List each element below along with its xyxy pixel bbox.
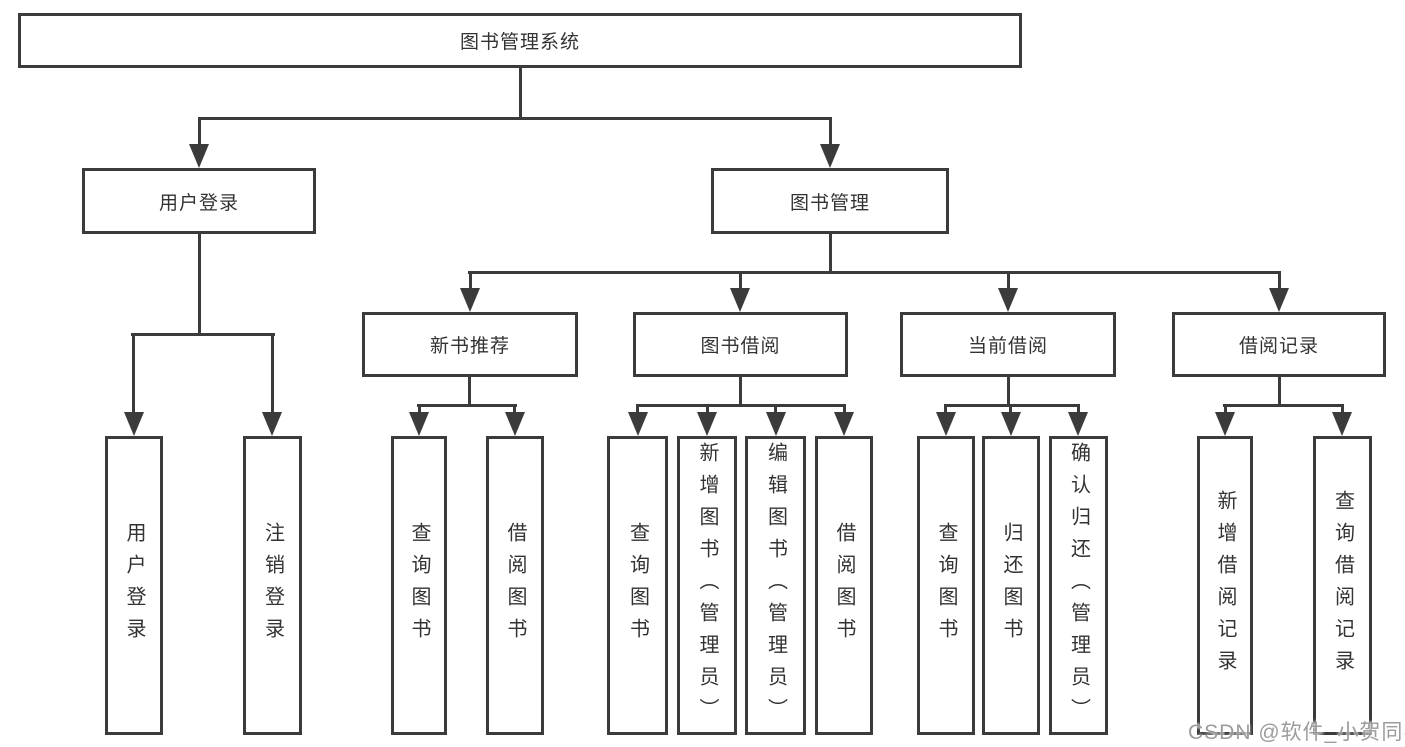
node-book-borrow: 图书借阅 xyxy=(633,312,848,377)
arrowhead-g5-b xyxy=(1332,412,1352,436)
connector-stem-g5-b xyxy=(1341,404,1344,418)
leaf-query-borrow-record: 查询借阅记录 xyxy=(1313,436,1372,735)
arrowhead-g3-d xyxy=(834,412,854,436)
leaf-query-books-recommend: 查询图书 xyxy=(391,436,447,735)
connector-stem-book-management xyxy=(829,117,832,149)
connector-g5-splitter xyxy=(1223,404,1344,407)
connector-g5-trunk xyxy=(1278,376,1281,406)
arrowhead-g3-a xyxy=(628,412,648,436)
leaf-borrow-books: 借阅图书 xyxy=(815,436,873,735)
connector-stem-user-login xyxy=(198,117,201,149)
node-user-login: 用户登录 xyxy=(82,168,316,234)
connector-stem-current-borrow xyxy=(1007,271,1010,293)
leaf-logout: 注销登录 xyxy=(243,436,302,735)
connector-stem-g4-b xyxy=(1009,404,1012,418)
arrowhead-g4-b xyxy=(1001,412,1021,436)
connector-stem-g1-a xyxy=(132,333,135,417)
leaf-add-book-admin: 新增图书（管理员） xyxy=(677,436,737,735)
arrowhead-g5-a xyxy=(1215,412,1235,436)
connector-g4-splitter xyxy=(944,404,1080,407)
connector-stem-new-books xyxy=(469,271,472,293)
connector-g3-splitter xyxy=(636,404,846,407)
node-borrow-records: 借阅记录 xyxy=(1172,312,1386,377)
connector-user-login-trunk xyxy=(198,233,201,335)
leaf-borrow-books-recommend: 借阅图书 xyxy=(486,436,544,735)
connector-stem-g4-c xyxy=(1077,404,1080,418)
node-book-management: 图书管理 xyxy=(711,168,949,234)
connector-g2-splitter xyxy=(417,404,517,407)
node-library-management-system: 图书管理系统 xyxy=(18,13,1022,68)
connector-g1-splitter xyxy=(131,333,275,336)
leaf-add-borrow-record: 新增借阅记录 xyxy=(1197,436,1253,735)
arrowhead-g3-b xyxy=(697,412,717,436)
arrowhead-g2-b xyxy=(505,412,525,436)
leaf-query-books-current: 查询图书 xyxy=(917,436,975,735)
node-current-borrow: 当前借阅 xyxy=(900,312,1116,377)
leaf-query-books-borrow: 查询图书 xyxy=(607,436,668,735)
connector-g3-trunk xyxy=(739,376,742,406)
arrowhead-g3-c xyxy=(766,412,786,436)
arrowhead-new-books xyxy=(460,288,480,312)
arrowhead-g4-a xyxy=(936,412,956,436)
csdn-watermark: CSDN @软件_小贺同学 xyxy=(1188,721,1405,744)
connector-level3-splitter xyxy=(468,271,1281,274)
node-new-book-recommend: 新书推荐 xyxy=(362,312,578,377)
connector-stem-g3-c xyxy=(774,404,777,418)
connector-stem-g4-a xyxy=(944,404,947,418)
connector-level2-splitter xyxy=(198,117,832,120)
leaf-return-books: 归还图书 xyxy=(982,436,1040,735)
leaf-confirm-return-admin: 确认归还（管理员） xyxy=(1049,436,1108,735)
connector-stem-g3-b xyxy=(706,404,709,418)
connector-stem-g2-a xyxy=(418,404,421,418)
connector-stem-g3-a xyxy=(636,404,639,418)
connector-book-management-trunk xyxy=(829,233,832,273)
arrowhead-book-management xyxy=(820,144,840,168)
connector-stem-g3-d xyxy=(843,404,846,418)
arrowhead-borrow-records xyxy=(1269,288,1289,312)
connector-g4-trunk xyxy=(1007,376,1010,406)
arrowhead-g1-b xyxy=(262,412,282,436)
leaf-edit-book-admin: 编辑图书（管理员） xyxy=(745,436,806,735)
arrowhead-user-login xyxy=(189,144,209,168)
arrowhead-g2-a xyxy=(409,412,429,436)
arrowhead-g4-c xyxy=(1068,412,1088,436)
connector-stem-book-borrow xyxy=(739,271,742,293)
connector-root-trunk xyxy=(519,66,522,119)
leaf-user-login: 用户登录 xyxy=(105,436,163,735)
connector-stem-g5-a xyxy=(1224,404,1227,418)
connector-stem-g2-b xyxy=(513,404,516,418)
arrowhead-g1-a xyxy=(124,412,144,436)
arrowhead-book-borrow xyxy=(730,288,750,312)
arrowhead-current-borrow xyxy=(998,288,1018,312)
connector-g2-trunk xyxy=(468,376,471,406)
connector-stem-borrow-records xyxy=(1278,271,1281,293)
connector-stem-g1-b xyxy=(271,333,274,417)
